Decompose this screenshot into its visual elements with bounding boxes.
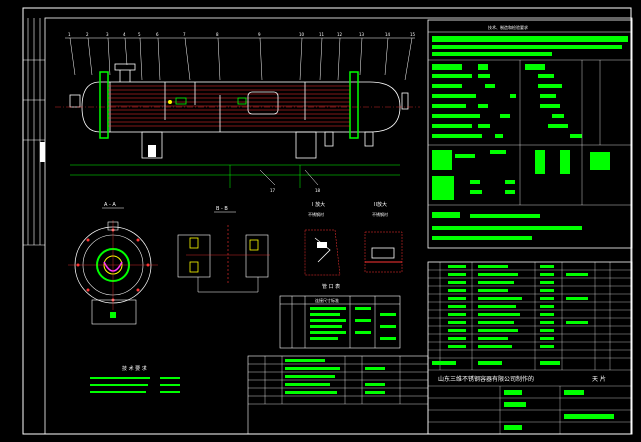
part-number: 7 xyxy=(183,32,186,37)
saddle-supports xyxy=(141,131,317,159)
part-number: 11 xyxy=(319,32,325,37)
part-number: 18 xyxy=(315,188,321,193)
detail-2-subtitle: 不锈钢衬 xyxy=(372,211,388,217)
part-number: 17 xyxy=(270,188,276,193)
detail-i: I 放大 不锈钢衬 xyxy=(304,201,341,276)
tech-title: 技 术 要 求 xyxy=(122,365,147,372)
design-spec-table: 技术、制造和检验要求 xyxy=(427,19,633,249)
spec-table-title: 技术、制造和检验要求 xyxy=(488,24,528,30)
part-number: 5 xyxy=(138,32,141,37)
detail-2-title: II放大 xyxy=(374,201,387,208)
part-number: 10 xyxy=(299,32,305,37)
part-number: 12 xyxy=(337,32,343,37)
detail-ii: II放大 不锈钢衬 xyxy=(364,201,403,273)
detail-1-subtitle: 不锈钢衬 xyxy=(308,211,324,217)
part-number: 9 xyxy=(258,32,261,37)
part-number: 4 xyxy=(123,32,126,37)
detail-1-title: I 放大 xyxy=(312,201,325,208)
section-a-a: A - A xyxy=(68,202,158,325)
part-numbers: 1 2 3 4 5 6 7 8 9 10 11 12 13 14 15 17 1… xyxy=(68,32,416,193)
section-b-b: B - B xyxy=(177,206,270,293)
title-block: 山东三维不锈钢容器有限公司制作的 天 片 xyxy=(427,261,633,435)
view-a-title: A - A xyxy=(104,202,116,208)
view-b-title: B - B xyxy=(216,206,228,212)
part-number: 14 xyxy=(385,32,391,37)
scale-label: 天 片 xyxy=(592,375,606,383)
part-number: 3 xyxy=(106,32,109,37)
part-number: 6 xyxy=(156,32,159,37)
company-name: 山东三维不锈钢容器有限公司制作的 xyxy=(438,375,534,383)
nozzle-table-title: 管 口 表 xyxy=(322,283,340,290)
tech-requirements: 技 术 要 求 xyxy=(90,365,180,393)
part-number: 13 xyxy=(359,32,365,37)
part-number: 8 xyxy=(216,32,219,37)
parts-list-table xyxy=(247,355,429,435)
nozzle-table: 管 口 表 连接尺寸标准 xyxy=(279,283,401,349)
main-vessel-elevation xyxy=(55,37,420,188)
tube-bundle xyxy=(108,85,350,127)
nozzle-table-header: 连接尺寸标准 xyxy=(315,297,339,303)
part-number: 15 xyxy=(410,32,416,37)
part-number-leaders xyxy=(65,37,415,81)
part-number: 1 xyxy=(68,32,71,37)
part-number: 2 xyxy=(86,32,89,37)
